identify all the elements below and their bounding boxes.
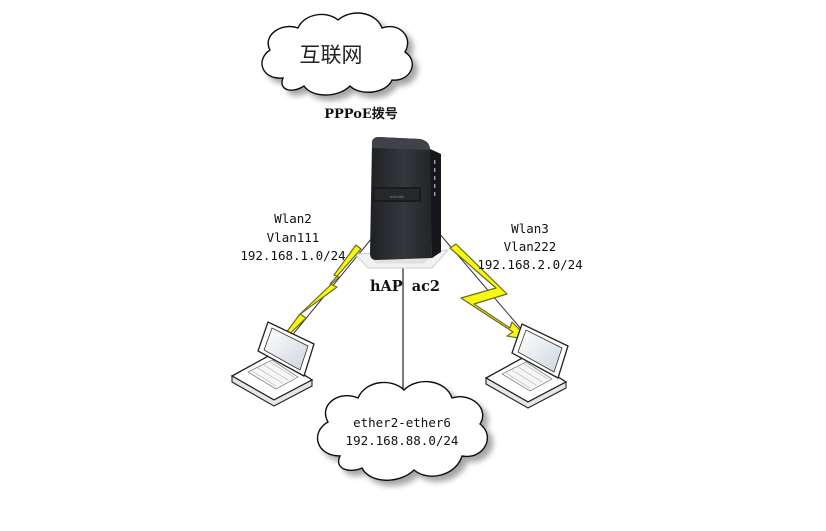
uplink-label: PPPoE拨号 <box>324 106 398 122</box>
right-wlan-vlan: Vlan222 <box>504 239 557 254</box>
left-wlan-iface: Wlan2 <box>274 211 312 226</box>
lan-ports: ether2-ether6 <box>353 415 451 430</box>
internet-cloud: 互联网 <box>261 12 413 96</box>
right-wlan-subnet: 192.168.2.0/24 <box>477 257 582 272</box>
left-wlan-subnet: 192.168.1.0/24 <box>240 248 345 263</box>
svg-text:mikrotik: mikrotik <box>390 195 405 199</box>
router-led-strip <box>434 160 436 196</box>
left-laptop-icon <box>230 321 315 407</box>
right-laptop-icon <box>484 323 569 409</box>
router-label: hAP ac2 <box>370 278 440 295</box>
right-wlan-info: Wlan3 Vlan222 192.168.2.0/24 <box>477 221 582 272</box>
lan-subnet: 192.168.88.0/24 <box>346 433 459 448</box>
lan-cloud: ether2-ether6 192.168.88.0/24 <box>316 380 489 481</box>
internet-label: 互联网 <box>300 43 363 67</box>
left-wlan-vlan: Vlan111 <box>267 230 320 245</box>
left-wlan-info: Wlan2 Vlan111 192.168.1.0/24 <box>240 211 345 263</box>
right-wlan-iface: Wlan3 <box>511 221 549 236</box>
router-device: mikrotik <box>353 137 450 269</box>
